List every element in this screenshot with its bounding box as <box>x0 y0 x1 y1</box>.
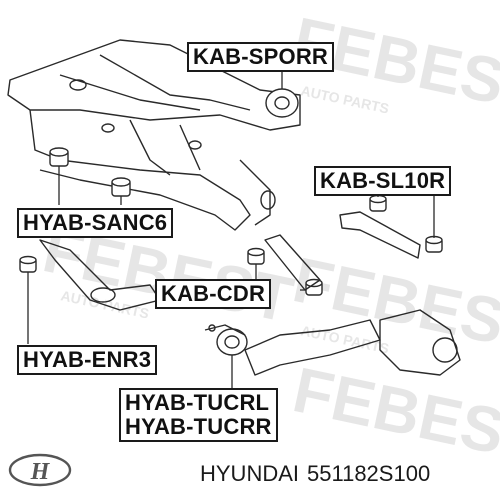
label-hyab-tucrl: HYAB-TUCRL <box>125 390 270 415</box>
bushing-sl10r-a <box>369 194 387 212</box>
lateral-arm-upper <box>339 211 421 259</box>
lower-arm-hole <box>90 287 116 303</box>
bushing-sanc6-a <box>49 147 69 167</box>
bushing-cdr-a <box>247 247 265 265</box>
rear-subframe <box>7 39 301 231</box>
label-hyab-enr3: HYAB-ENR3 <box>17 345 158 375</box>
hyundai-logo-letter: H <box>30 459 51 485</box>
knuckle <box>379 309 461 376</box>
bushing-sanc6-b <box>111 177 131 197</box>
bushing-group <box>19 88 443 356</box>
label-kab-sl10r: KAB-SL10R <box>314 166 452 196</box>
part-number-line: HYUNDAI 551182S100 <box>200 461 430 487</box>
trailing-arm-brace <box>204 324 246 336</box>
bushing-enr3 <box>19 255 37 273</box>
label-hyab-tucr: HYAB-TUCRL HYAB-TUCRR <box>119 388 278 442</box>
footer-part-number: 551182S100 <box>307 461 431 486</box>
watermark-brand: FEBEST <box>287 353 500 476</box>
bushing-sporr <box>265 88 299 118</box>
bolt <box>208 324 216 332</box>
label-kab-sporr: KAB-SPORR <box>187 42 335 72</box>
bushing-tucr <box>216 328 248 356</box>
footer-brand: HYUNDAI <box>200 461 300 486</box>
toe-link <box>264 234 321 291</box>
hyundai-logo: H <box>8 453 72 487</box>
hub <box>432 337 458 363</box>
label-hyab-tucrr: HYAB-TUCRR <box>125 414 272 439</box>
watermark-brand: FEBEST <box>287 243 500 366</box>
label-hyab-sanc6: HYAB-SANC6 <box>17 208 174 238</box>
label-kab-cdr: KAB-CDR <box>155 279 272 309</box>
bushing-sl10r-b <box>425 235 443 253</box>
